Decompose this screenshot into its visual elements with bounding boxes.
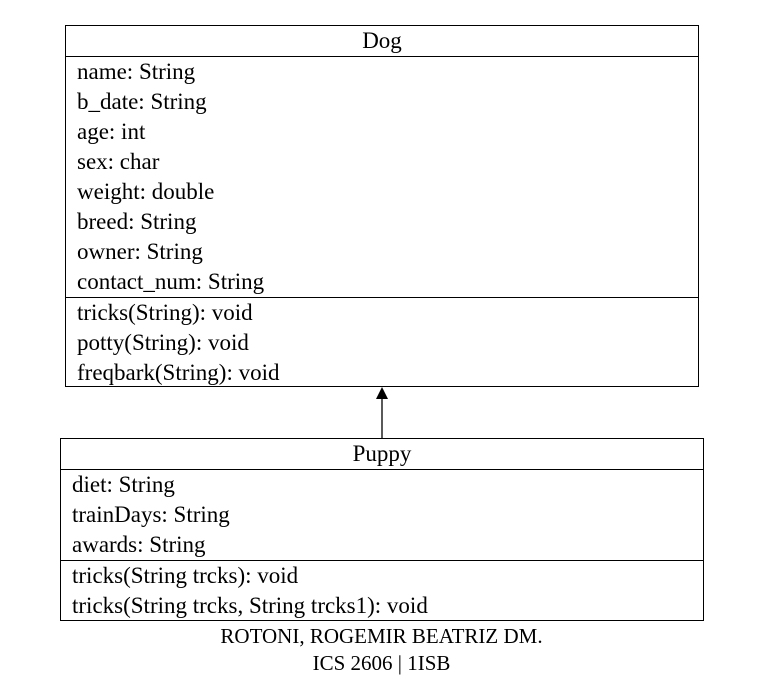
puppy-method: tricks(String trcks): void — [72, 563, 299, 588]
dog-method: tricks(String): void — [77, 300, 253, 325]
puppy-methods-section: tricks(String trcks): void tricks(String… — [61, 561, 703, 621]
puppy-method: tricks(String trcks, String trcks1): voi… — [72, 593, 428, 618]
course-section: ICS 2606 | 1ISB — [312, 651, 451, 675]
puppy-attributes-section: diet: String trainDays: String awards: S… — [61, 470, 703, 561]
dog-attribute: weight: double — [77, 179, 215, 204]
dog-attribute: owner: String — [77, 239, 203, 264]
dog-attribute: age: int — [77, 119, 146, 144]
puppy-class-name: Puppy — [61, 439, 703, 470]
dog-class-box: Dog name: String b_date: String age: int… — [65, 25, 699, 387]
dog-attributes-section: name: String b_date: String age: int sex… — [66, 57, 698, 298]
dog-attribute: contact_num: String — [77, 269, 265, 294]
dog-attribute: name: String — [77, 59, 196, 84]
dog-method: freqbark(String): void — [77, 360, 280, 385]
dog-attribute: sex: char — [77, 149, 160, 174]
dog-methods-section: tricks(String): void potty(String): void… — [66, 298, 698, 388]
dog-attribute: breed: String — [77, 209, 197, 234]
inheritance-arrowhead — [376, 387, 388, 399]
puppy-attribute: awards: String — [72, 532, 206, 557]
dog-class-name: Dog — [66, 26, 698, 57]
author-name: ROTONI, ROGEMIR BEATRIZ DM. — [220, 624, 543, 648]
dog-method: potty(String): void — [77, 330, 249, 355]
puppy-attribute: trainDays: String — [72, 502, 230, 527]
inheritance-arrow — [376, 387, 388, 440]
puppy-class-box: Puppy diet: String trainDays: String awa… — [60, 438, 704, 621]
puppy-attribute: diet: String — [72, 472, 175, 497]
dog-attribute: b_date: String — [77, 89, 207, 114]
